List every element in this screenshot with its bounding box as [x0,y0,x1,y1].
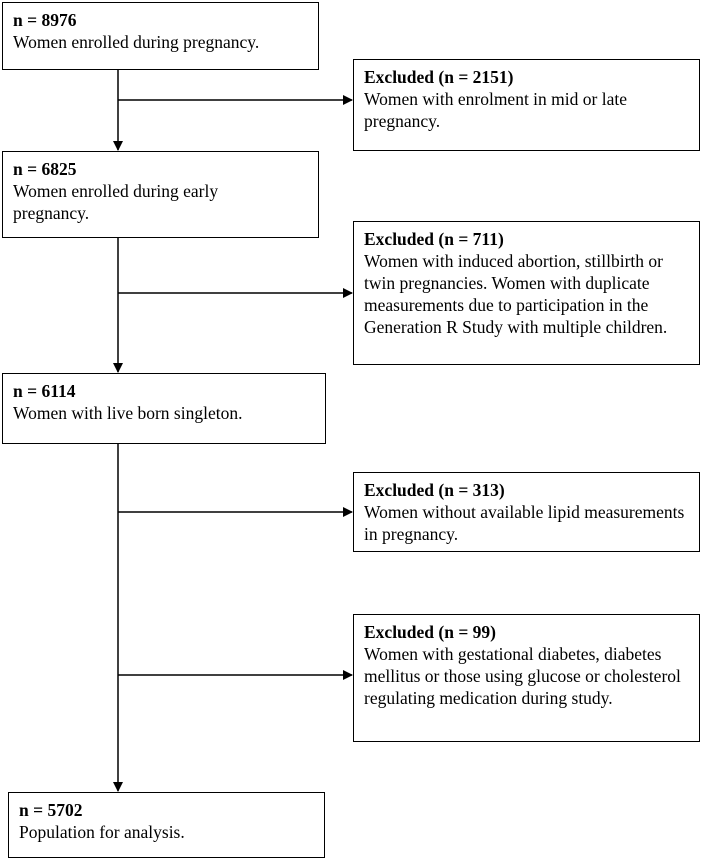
step-box-enrolled: n = 8976 Women enrolled during pregnancy… [2,2,319,70]
step-description: Women enrolled during early pregnancy. [13,181,219,223]
exclusion-box-mid-late: Excluded (n = 2151) Women with enrolment… [353,59,700,151]
exclusion-box-lipids: Excluded (n = 313) Women without availab… [353,472,700,552]
exclusion-description: Women with enrolment in mid or late preg… [364,89,627,131]
exclusion-description: Women with gestational diabetes, diabete… [364,644,681,708]
exclusion-box-abortion-twins: Excluded (n = 711) Women with induced ab… [353,221,700,365]
step-count: n = 5702 [19,800,83,820]
step-box-live-born: n = 6114 Women with live born singleton. [2,373,326,444]
step-box-analysis-population: n = 5702 Population for analysis. [8,792,325,858]
exclusion-description: Women with induced abortion, stillbirth … [364,251,668,337]
step-description: Women enrolled during pregnancy. [13,32,260,52]
step-box-early-pregnancy: n = 6825 Women enrolled during early pre… [2,151,319,238]
step-description: Women with live born singleton. [13,403,243,423]
exclusion-count: Excluded (n = 99) [364,622,497,642]
step-count: n = 8976 [13,10,77,30]
exclusion-description: Women without available lipid measuremen… [364,502,685,544]
step-description: Population for analysis. [19,822,185,842]
exclusion-count: Excluded (n = 2151) [364,67,514,87]
exclusion-count: Excluded (n = 313) [364,480,505,500]
exclusion-count: Excluded (n = 711) [364,229,504,249]
exclusion-box-diabetes: Excluded (n = 99) Women with gestational… [353,614,700,742]
step-count: n = 6825 [13,159,77,179]
step-count: n = 6114 [13,381,76,401]
